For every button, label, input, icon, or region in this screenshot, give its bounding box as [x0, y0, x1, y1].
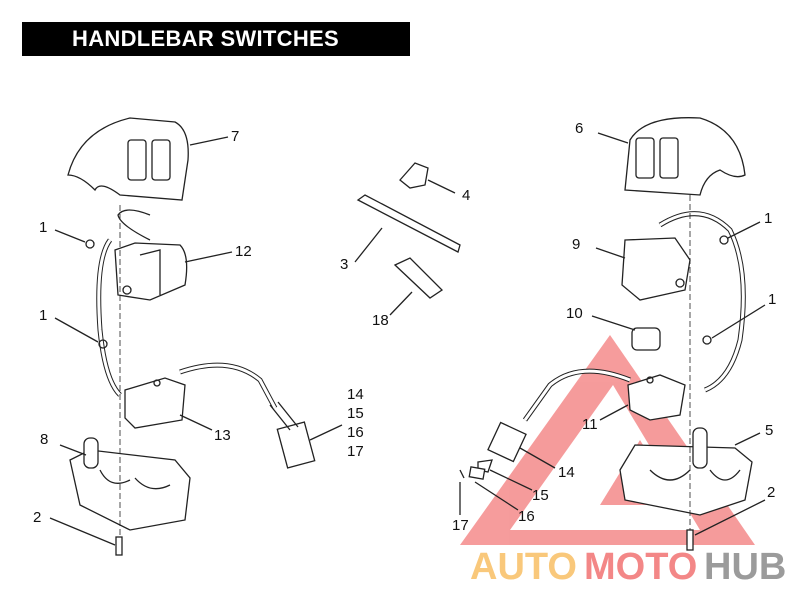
right-connector-14: [487, 421, 527, 463]
callout-6: 6: [575, 120, 584, 137]
callout-17: 17: [452, 517, 469, 534]
left-switch-13: [124, 377, 186, 429]
right-switch-11: [627, 374, 686, 421]
left-lower-housing-8: [69, 437, 191, 531]
callout-16: 16: [518, 508, 535, 525]
right-connector-10: [631, 327, 661, 351]
watermark-auto: AUTO: [470, 546, 577, 588]
callout-16: 16: [347, 424, 364, 441]
callout-1: 1: [768, 291, 777, 308]
callout-14: 14: [347, 386, 364, 403]
left-connector: [269, 401, 316, 469]
callout-15: 15: [532, 487, 549, 504]
callout-7: 7: [231, 128, 240, 145]
cable-tie-3: [356, 194, 461, 253]
watermark-moto: MOTO: [584, 546, 698, 588]
callout-1: 1: [39, 219, 48, 236]
sleeve-18: [393, 257, 444, 299]
right-upper-housing-6: [624, 117, 746, 196]
seal-16: [468, 466, 486, 480]
callout-9: 9: [572, 236, 581, 253]
callout-13: 13: [214, 427, 231, 444]
callout-10: 10: [566, 305, 583, 322]
right-switch-9: [621, 237, 691, 301]
right-lower-housing-5: [619, 427, 753, 516]
callout-1: 1: [39, 307, 48, 324]
left-switch-12: [114, 242, 188, 301]
left-upper-housing-7: [67, 117, 189, 201]
callout-12: 12: [235, 243, 252, 260]
diagram-title: HANDLEBAR SWITCHES: [22, 22, 410, 56]
callout-2: 2: [33, 509, 42, 526]
callout-3: 3: [340, 256, 349, 273]
callout-2: 2: [767, 484, 776, 501]
callout-8: 8: [40, 431, 49, 448]
callout-17: 17: [347, 443, 364, 460]
watermark-hub: HUB: [704, 546, 787, 588]
callout-4: 4: [462, 187, 471, 204]
callout-18: 18: [372, 312, 389, 329]
callout-1: 1: [764, 210, 773, 227]
callout-14: 14: [558, 464, 575, 481]
callout-15: 15: [347, 405, 364, 422]
callout-5: 5: [765, 422, 774, 439]
callout-11: 11: [582, 416, 598, 433]
clip-4: [399, 162, 429, 189]
